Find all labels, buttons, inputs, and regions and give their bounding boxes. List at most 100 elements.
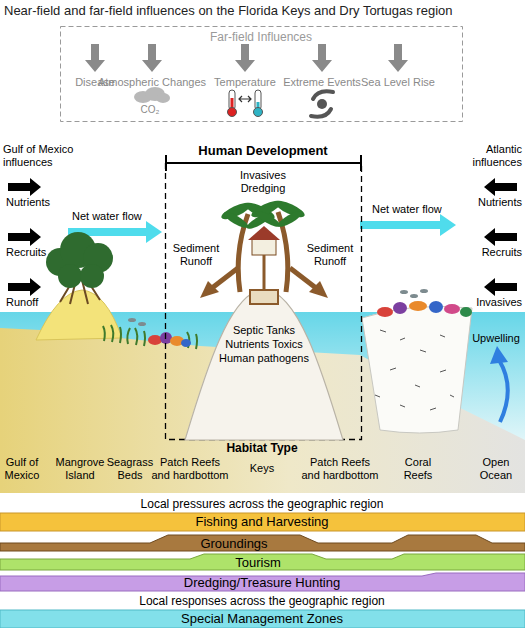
fish: [138, 322, 146, 326]
cloud-icon: [156, 93, 170, 103]
annotation-label: Patch Reefs and hardbottom: [300, 456, 380, 482]
node-heading: Dredging/Treasure Hunting: [102, 575, 422, 590]
annotation-label: Net water flow: [72, 210, 172, 223]
palm-tree: [219, 198, 306, 232]
house: [263, 255, 266, 290]
seagrass: [103, 325, 197, 349]
annotation-label: Atmospheric Changes: [92, 76, 212, 89]
water-flow-arrow: [360, 214, 456, 236]
node-heading: Groundings: [174, 536, 294, 551]
upwelling-arrow: [490, 346, 508, 422]
pressure-band: Groundings: [0, 533, 525, 553]
palm-tree: [222, 210, 250, 231]
influence-arrows: [484, 228, 517, 246]
far-field-box: Far-field Influences: [60, 26, 463, 122]
mangrove-island: [58, 264, 82, 288]
node-heading: Far-field Influences: [151, 30, 371, 44]
influence-arrows: [484, 278, 517, 296]
far-field-arrows: [85, 44, 408, 72]
fish: [420, 289, 428, 293]
coral-reef: [460, 307, 472, 317]
human-development-box: Human DevelopmentInvasives DredgingSepti…: [165, 143, 362, 440]
palm-tree: [238, 214, 248, 292]
mangrove-island: [80, 264, 104, 288]
far-field-arrows: [142, 44, 162, 72]
node-heading: Tourism: [198, 555, 318, 570]
band-fill: [0, 554, 525, 570]
annotation-label: Extreme Events: [277, 76, 367, 89]
band-fill: [0, 573, 525, 591]
fish: [128, 318, 136, 322]
annotation-label: Invasives: [462, 296, 522, 309]
far-field-arrows: [85, 44, 105, 72]
palm-tree: [219, 198, 306, 292]
coral-reef: [429, 301, 443, 313]
sediment-arrow: [290, 268, 316, 288]
pressure-band: Tourism: [0, 553, 525, 572]
coral-reef: [393, 302, 407, 314]
node-heading: Septic Tanks Nutrients Toxics Human path…: [219, 323, 309, 365]
band-fill: [0, 610, 525, 628]
thermometer-icon: [239, 96, 251, 102]
thermometer-icon: [228, 90, 263, 117]
palm-tree: [278, 212, 288, 292]
house: [248, 226, 280, 240]
node-heading: Special Management Zones: [102, 611, 422, 627]
coral-reef: [444, 304, 460, 314]
far-field-arrows: [235, 44, 255, 72]
annotation-label: Mangrove Island: [50, 456, 110, 482]
upwelling-arrow: [499, 360, 508, 422]
annotation-label: Open Ocean: [471, 456, 521, 482]
patch-reef: [148, 335, 162, 345]
far-field-arrows: [388, 44, 408, 72]
mangrove-island: [46, 232, 113, 288]
annotation-label: Net water flow: [372, 203, 472, 216]
thermometer-icon: [254, 108, 263, 117]
annotation-label: Nutrients: [462, 196, 522, 209]
influence-arrows: [8, 228, 41, 246]
annotation-label: Patch Reefs and hardbottom: [150, 456, 230, 482]
node-heading: Human Development: [165, 143, 362, 158]
annotation-label: Local responses across the geographic re…: [62, 594, 462, 608]
annotation-label: Gulf of Mexico: [0, 456, 44, 482]
mangrove-island: [36, 232, 122, 340]
sediment-arrow: [212, 268, 238, 288]
node-heading: Fishing and Harvesting: [102, 514, 422, 530]
node-text: Invasives Dredging: [228, 169, 298, 195]
mangrove-island: [36, 290, 122, 340]
palm-tree: [219, 200, 252, 223]
influence-arrows: [8, 178, 517, 296]
house: [252, 238, 276, 255]
fish: [400, 290, 408, 294]
coral-reef: [362, 306, 472, 433]
dashed-border: [61, 27, 463, 122]
island-mound: [185, 289, 343, 440]
annotation-label: Recruits: [6, 246, 66, 259]
patch-reef: [148, 332, 191, 347]
far-field-arrows: [312, 44, 332, 72]
coral-reef: [375, 330, 454, 410]
band-fill: [0, 535, 525, 551]
pressure-band: Fishing and Harvesting: [0, 513, 525, 531]
response-band: Special Management Zones: [0, 610, 525, 628]
annotation-label: Habitat Type: [202, 441, 322, 455]
annotation-label: CO₂: [135, 104, 165, 116]
annotation-label: Local pressures across the geographic re…: [62, 497, 462, 511]
hurricane-icon: [311, 91, 333, 116]
diagram-title: Near-field and far-field influences on t…: [4, 3, 524, 18]
coral-reef: [409, 301, 427, 311]
hurricane-icon: [317, 99, 327, 109]
upwelling-arrow: [490, 346, 508, 364]
patch-reef: [181, 339, 191, 347]
annotation-label: Coral Reefs: [393, 456, 443, 482]
coral-reef: [362, 301, 472, 433]
fish: [410, 294, 418, 298]
annotation-label: Atlantic influences: [464, 143, 522, 169]
annotation-label: Nutrients: [6, 196, 66, 209]
hurricane-icon: [313, 91, 333, 99]
pressure-band: Dredging/Treasure Hunting: [0, 573, 525, 592]
annotation-label: Gulf of Mexico influences: [3, 143, 85, 169]
sediment-arrow: [309, 281, 328, 298]
